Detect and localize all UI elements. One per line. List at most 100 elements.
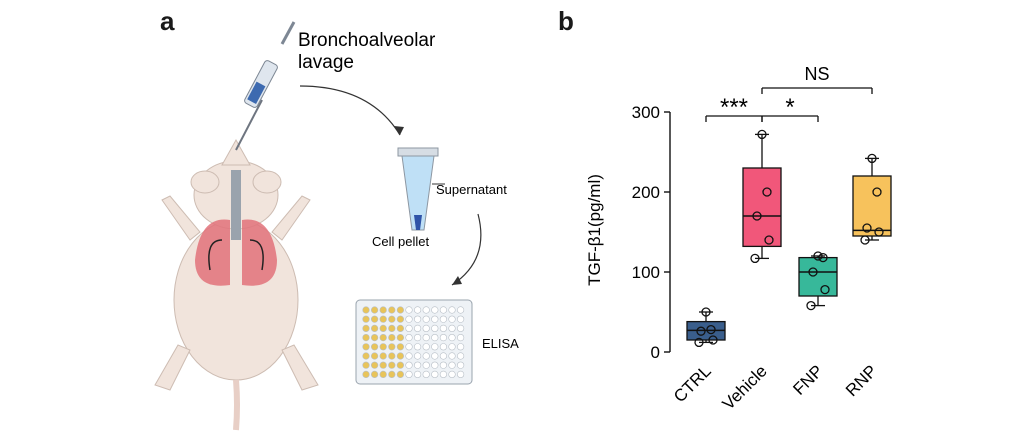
- plate-well: [379, 370, 387, 379]
- plate-well: [371, 361, 379, 369]
- plate-well: [414, 315, 422, 323]
- plate-well: [422, 324, 430, 333]
- plate-well: [388, 370, 396, 379]
- box-ctrl: [686, 307, 726, 348]
- plate-well: [439, 315, 448, 323]
- plate-well: [388, 315, 396, 323]
- box-series: [686, 129, 892, 348]
- plate-well: [457, 324, 465, 333]
- significance-bracket: ***: [705, 94, 763, 122]
- plate-well: [379, 306, 387, 314]
- significance-bracket: NS: [761, 64, 873, 94]
- y-tick-label: 200: [632, 183, 660, 202]
- plate-well: [439, 352, 448, 360]
- significance-annotations: ****NS: [705, 64, 873, 122]
- plate-well: [405, 361, 413, 369]
- panel-label-b: b: [558, 6, 574, 36]
- box-rnp: [852, 153, 892, 245]
- data-point: [694, 337, 704, 348]
- cell-pellet-label: Cell pellet: [372, 234, 429, 249]
- data-point: [818, 252, 828, 263]
- significance-bracket: *: [761, 94, 819, 122]
- mouse-illustration: [154, 138, 319, 431]
- plate-well: [396, 334, 405, 342]
- data-point: [762, 187, 772, 197]
- x-tick-label: CTRL: [670, 361, 715, 406]
- box-iqr: [742, 167, 782, 248]
- x-tick-label: RNP: [842, 361, 881, 400]
- plate-well: [362, 306, 370, 314]
- plate-well: [431, 361, 439, 369]
- plate-well: [379, 361, 387, 369]
- trachea: [231, 170, 241, 240]
- left-lung: [195, 219, 230, 286]
- bal-label-line2: lavage: [298, 52, 354, 73]
- plate-well: [405, 334, 413, 342]
- plate-well: [396, 306, 405, 314]
- plate-well: [371, 315, 379, 323]
- plate-well: [431, 315, 439, 323]
- plate-well: [439, 370, 448, 379]
- y-tick-label: 0: [651, 343, 660, 362]
- x-tick-label: FNP: [789, 361, 826, 398]
- plate-well: [457, 361, 465, 369]
- arrow-to-tube: [299, 85, 401, 136]
- panel-label-a: a: [160, 6, 175, 36]
- data-point: [867, 153, 877, 164]
- plate-well: [448, 343, 456, 351]
- supernatant-label: Supernatant: [436, 182, 507, 197]
- plate-well: [431, 352, 439, 360]
- box-fnp: [798, 251, 838, 311]
- data-point: [808, 267, 818, 277]
- data-point: [752, 211, 762, 221]
- data-point: [813, 251, 823, 261]
- plate-well: [362, 352, 370, 360]
- plate-well: [405, 315, 413, 323]
- plate-well: [448, 315, 456, 323]
- plate-well: [457, 370, 465, 379]
- plate-well: [362, 315, 370, 323]
- plate-well: [379, 343, 387, 351]
- plate-well: [371, 343, 379, 351]
- plate-well: [439, 334, 448, 342]
- bal-label-line1: Bronchoalveolar: [298, 30, 436, 51]
- y-tick-label: 300: [632, 103, 660, 122]
- plate-well: [371, 334, 379, 342]
- significance-label: ***: [720, 94, 748, 121]
- box-vehicle: [742, 129, 782, 264]
- plate-well: [396, 370, 405, 379]
- plate-well: [362, 361, 370, 369]
- plate-well: [422, 352, 430, 360]
- plate-well: [362, 343, 370, 351]
- plate-well: [362, 370, 370, 379]
- data-point: [820, 284, 830, 295]
- plate-well: [448, 306, 456, 314]
- data-point: [874, 227, 884, 237]
- elisa-label: ELISA: [482, 336, 519, 351]
- plate-well: [388, 361, 396, 369]
- plate-well: [414, 343, 422, 351]
- plate-well: [422, 334, 430, 342]
- data-point: [862, 223, 872, 233]
- plate-well: [371, 306, 379, 314]
- plate-well: [414, 306, 422, 314]
- plate-well: [396, 315, 405, 323]
- data-point: [706, 324, 716, 335]
- data-point: [708, 335, 718, 345]
- plate-well: [414, 361, 422, 369]
- data-point: [696, 326, 706, 336]
- plate-well: [388, 352, 396, 360]
- plate-well: [448, 324, 456, 333]
- plate-well: [396, 343, 405, 351]
- syringe-icon: [235, 21, 296, 151]
- plate-well: [388, 334, 396, 342]
- plate-well: [414, 334, 422, 342]
- plate-well: [362, 334, 370, 342]
- plate-well: [439, 361, 448, 369]
- plate-well: [396, 361, 405, 369]
- data-point: [750, 253, 760, 264]
- plate-well: [388, 324, 396, 333]
- plate-well: [405, 370, 413, 379]
- plate-well: [405, 306, 413, 314]
